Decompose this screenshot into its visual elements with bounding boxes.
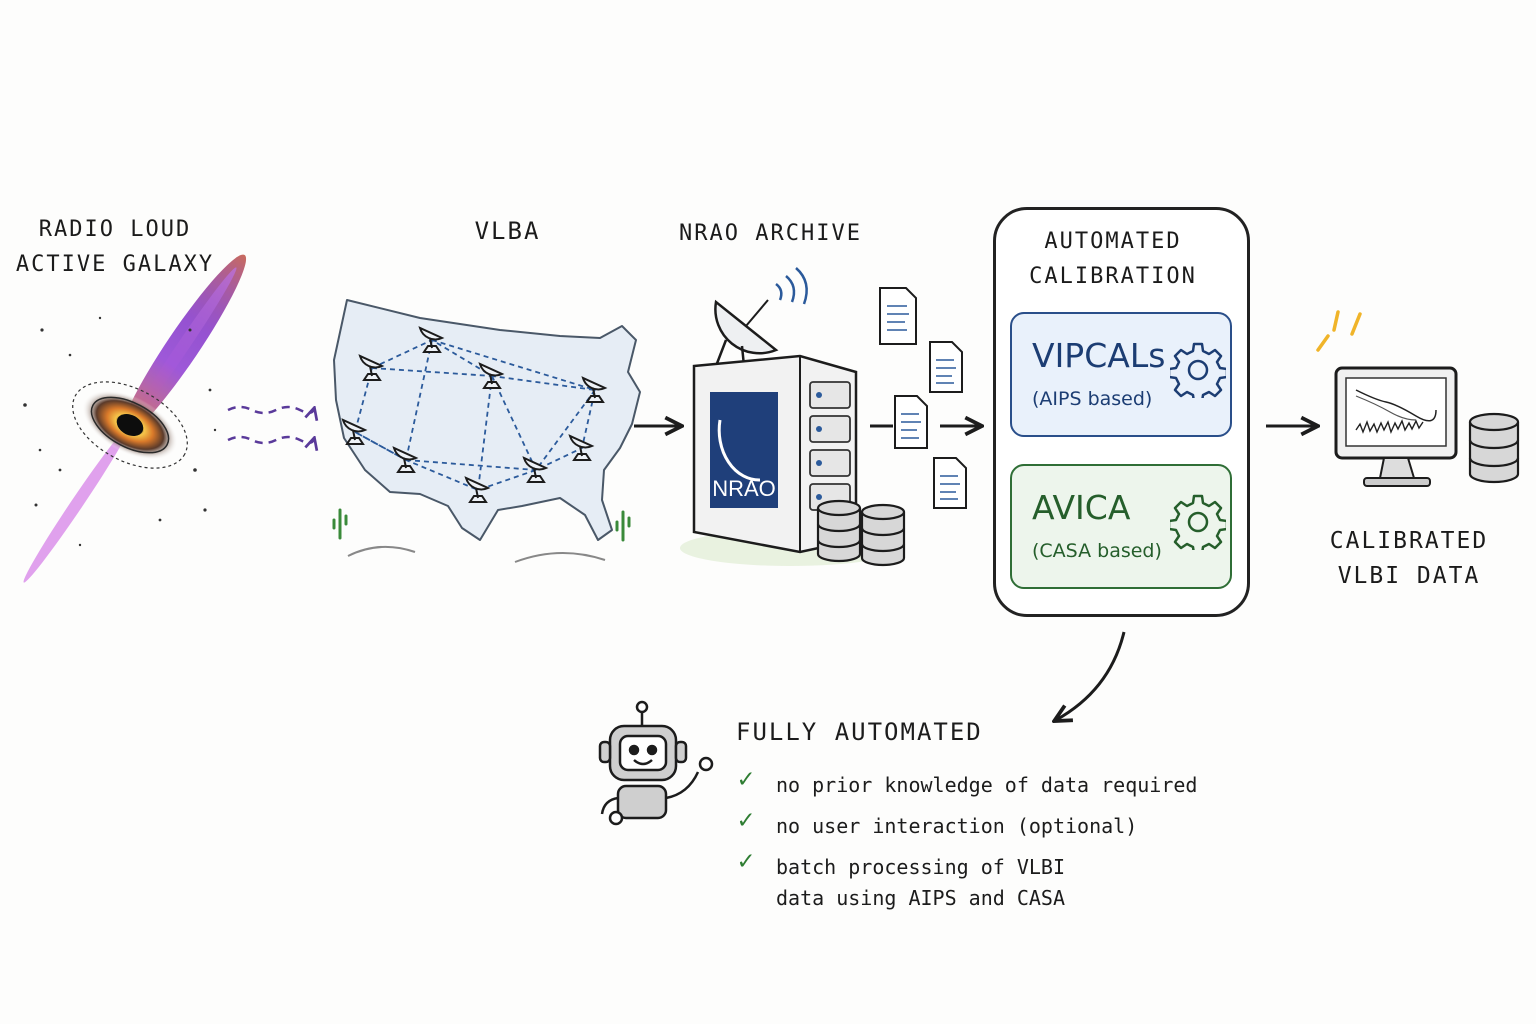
output-label: CALIBRATED VLBI DATA <box>1329 528 1489 589</box>
monitor-icon <box>1316 310 1520 487</box>
vipcals-name: VIPCALs <box>1032 336 1166 375</box>
features-title: Fully Automated <box>736 718 983 746</box>
database-icon <box>816 499 906 567</box>
robot-icon <box>598 700 714 826</box>
archive-label: NRAO ARCHIVE <box>679 221 862 246</box>
server-icon: NRAO <box>692 354 858 554</box>
vipcals-box: VIPCALs (AIPS based) <box>1010 312 1232 437</box>
dish-icon <box>714 267 808 367</box>
check-icon: ✓ <box>738 805 754 835</box>
calibration-label: AUTOMATED CALIBRATION <box>1029 229 1197 289</box>
document-icons <box>879 287 967 509</box>
database-icon <box>1468 412 1520 484</box>
radio-wave-arrows <box>227 407 314 443</box>
galaxy-label: Radio loud active galaxy <box>15 217 215 277</box>
arrow-icon <box>1056 631 1126 720</box>
avica-box: AVICA (CASA based) <box>1010 464 1232 589</box>
vlba-antenna-dishes <box>341 326 608 503</box>
vipcals-note: (AIPS based) <box>1032 388 1153 410</box>
feature-text: no user interaction (optional) <box>776 814 1138 838</box>
avica-note: (CASA based) <box>1032 540 1162 562</box>
us-map-icon <box>332 299 641 563</box>
cactus-icon <box>332 508 631 542</box>
vlba-label: VLBA <box>474 217 541 245</box>
check-icon: ✓ <box>738 764 754 794</box>
feature-text: batch processing of VLBI data using AIPS… <box>776 855 1065 910</box>
gear-icon <box>1170 342 1226 398</box>
nrao-archive-icon: NRAO <box>680 267 906 567</box>
avica-name: AVICA <box>1032 488 1131 527</box>
galaxy-icon <box>23 254 247 583</box>
check-icon: ✓ <box>738 846 754 876</box>
feature-text: no prior knowledge of data required <box>776 773 1198 797</box>
gear-icon <box>1170 494 1226 550</box>
nrao-logo-text: NRAO <box>712 476 776 501</box>
